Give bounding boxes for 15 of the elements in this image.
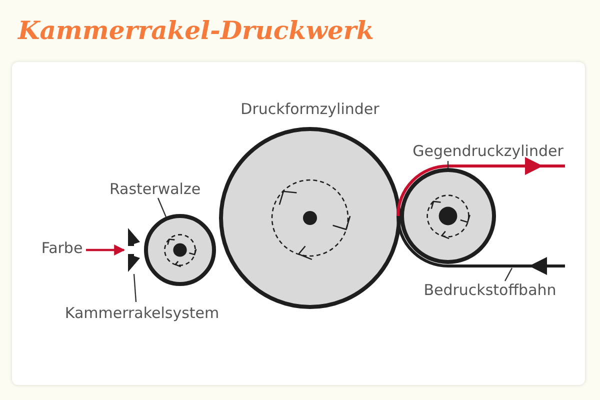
anilox-roller xyxy=(144,214,216,286)
leader-line xyxy=(157,198,167,218)
impression-cylinder xyxy=(400,168,496,264)
title: Kammerrakel-Druckwerk xyxy=(18,16,374,45)
callout-label: Bedruckstoffbahn xyxy=(424,281,556,299)
leader-line xyxy=(133,274,137,302)
arrow xyxy=(86,244,126,256)
doctor-blade-chamber xyxy=(128,228,140,272)
callout-label: Rasterwalze xyxy=(109,180,201,198)
part-label: Druckformzylinder xyxy=(240,100,380,118)
callout-label: Farbe xyxy=(41,239,83,257)
leader-line xyxy=(447,161,449,168)
callout-label: Kammerrakelsystem xyxy=(64,304,220,322)
callout-label: Gegendruckzylinder xyxy=(412,142,564,160)
leader-line xyxy=(504,268,513,282)
